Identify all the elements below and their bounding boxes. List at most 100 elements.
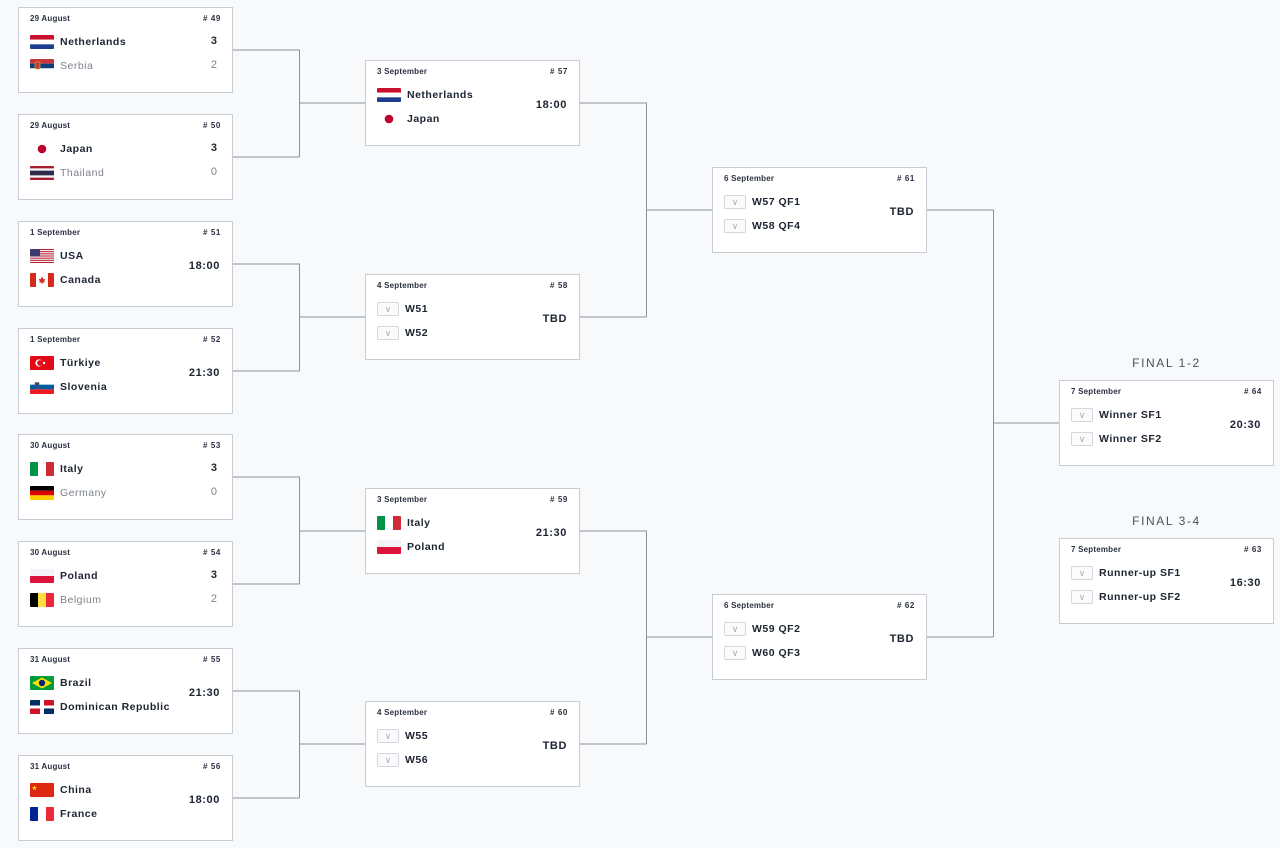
match-date: 31 August — [30, 762, 71, 771]
team-name: China — [60, 784, 92, 796]
team-name: Winner SF2 — [1099, 433, 1162, 445]
match-card-63[interactable]: 7 September# 63∨Runner-up SF1∨Runner-up … — [1059, 538, 1274, 624]
flag-belgium-icon — [30, 593, 54, 607]
team-away[interactable]: Japan — [377, 111, 440, 127]
team-away[interactable]: Serbia — [30, 58, 93, 74]
match-time: 18:00 — [535, 99, 567, 111]
team-home[interactable]: Netherlands — [377, 87, 473, 103]
match-time: 16:30 — [1229, 577, 1261, 589]
team-home[interactable]: Japan — [30, 141, 93, 157]
team-home[interactable]: ∨Winner SF1 — [1071, 407, 1162, 423]
team-name: Poland — [407, 541, 446, 553]
team-home[interactable]: China — [30, 782, 92, 798]
flag-thailand-icon — [30, 166, 54, 180]
team-away[interactable]: Slovenia — [30, 379, 107, 395]
flag-italy-icon — [377, 516, 401, 530]
team-away-score: 2 — [210, 593, 217, 605]
flag-brazil-icon — [30, 676, 54, 690]
match-number: # 63 — [1244, 545, 1262, 554]
team-name: Japan — [407, 113, 440, 125]
flag-poland-icon — [377, 540, 401, 554]
match-date: 31 August — [30, 655, 71, 664]
team-away[interactable]: Thailand — [30, 165, 104, 181]
team-home[interactable]: Italy — [30, 461, 84, 477]
team-away[interactable]: ∨W56 — [377, 752, 428, 768]
team-home[interactable]: ∨Runner-up SF1 — [1071, 565, 1181, 581]
team-home[interactable]: ∨W55 — [377, 728, 428, 744]
team-name: Netherlands — [60, 36, 127, 48]
team-away[interactable]: ∨W58 QF4 — [724, 218, 800, 234]
volleyball-placeholder-icon: ∨ — [377, 729, 399, 743]
team-home[interactable]: ∨ W51 — [377, 301, 428, 317]
team-home-score: 3 — [210, 142, 217, 154]
team-away[interactable]: Poland — [377, 539, 445, 555]
flag-slovenia-icon — [30, 380, 54, 394]
team-home-score: 3 — [210, 35, 217, 47]
flag-serbia-icon — [30, 59, 54, 73]
volleyball-placeholder-icon: ∨ — [377, 302, 399, 316]
team-name: Dominican Republic — [60, 701, 170, 713]
team-home[interactable]: ∨W59 QF2 — [724, 621, 800, 637]
match-date: 29 August — [30, 14, 71, 23]
team-away-score: 0 — [210, 486, 217, 498]
match-number: # 52 — [203, 335, 221, 344]
team-name: W57 QF1 — [752, 196, 801, 208]
team-away[interactable]: ∨ W60 QF3 — [724, 645, 800, 661]
volleyball-placeholder-icon: ∨ — [724, 219, 746, 233]
team-away[interactable]: France — [30, 806, 97, 822]
match-number: # 62 — [897, 601, 915, 610]
team-home[interactable]: Netherlands — [30, 34, 126, 50]
match-date: 7 September — [1071, 387, 1122, 396]
team-name: W51 — [405, 303, 429, 315]
team-name: Canada — [60, 274, 101, 286]
match-date: 29 August — [30, 121, 71, 130]
team-home[interactable]: Poland — [30, 568, 98, 584]
team-home[interactable]: Brazil — [30, 675, 92, 691]
match-date: 3 September — [377, 495, 428, 504]
match-time: 21:30 — [188, 687, 220, 699]
team-home[interactable]: Türkiye — [30, 355, 101, 371]
match-time: TBD — [889, 206, 914, 218]
match-number: # 61 — [897, 174, 915, 183]
match-date: 4 September — [377, 708, 428, 717]
team-away[interactable]: ∨ Winner SF2 — [1071, 431, 1162, 447]
flag-dominican-republic-icon — [30, 700, 54, 714]
team-away[interactable]: ∨W52 — [377, 325, 428, 341]
volleyball-placeholder-icon: ∨ — [724, 646, 746, 660]
flag-netherlands-icon — [377, 88, 401, 102]
team-name: W60 QF3 — [752, 647, 801, 659]
team-name: Netherlands — [407, 89, 474, 101]
team-name: Runner-up SF1 — [1099, 567, 1181, 579]
team-away[interactable]: Belgium — [30, 592, 101, 608]
team-home[interactable]: Italy — [377, 515, 431, 531]
team-home[interactable]: USA — [30, 248, 84, 264]
match-number: # 54 — [203, 548, 221, 557]
final-3-4-label: FINAL 3-4 — [1132, 514, 1201, 528]
flag-italy-icon — [30, 462, 54, 476]
team-away[interactable]: Germany — [30, 485, 107, 501]
team-away[interactable]: Dominican Republic — [30, 699, 170, 715]
match-number: # 49 — [203, 14, 221, 23]
match-date: 4 September — [377, 281, 428, 290]
team-away[interactable]: Canada — [30, 272, 101, 288]
team-home[interactable]: ∨W57 QF1 — [724, 194, 800, 210]
volleyball-placeholder-icon: ∨ — [1071, 432, 1093, 446]
team-away[interactable]: ∨Runner-up SF2 — [1071, 589, 1181, 605]
match-date: 30 August — [30, 548, 71, 557]
flag-japan-icon — [30, 142, 54, 156]
